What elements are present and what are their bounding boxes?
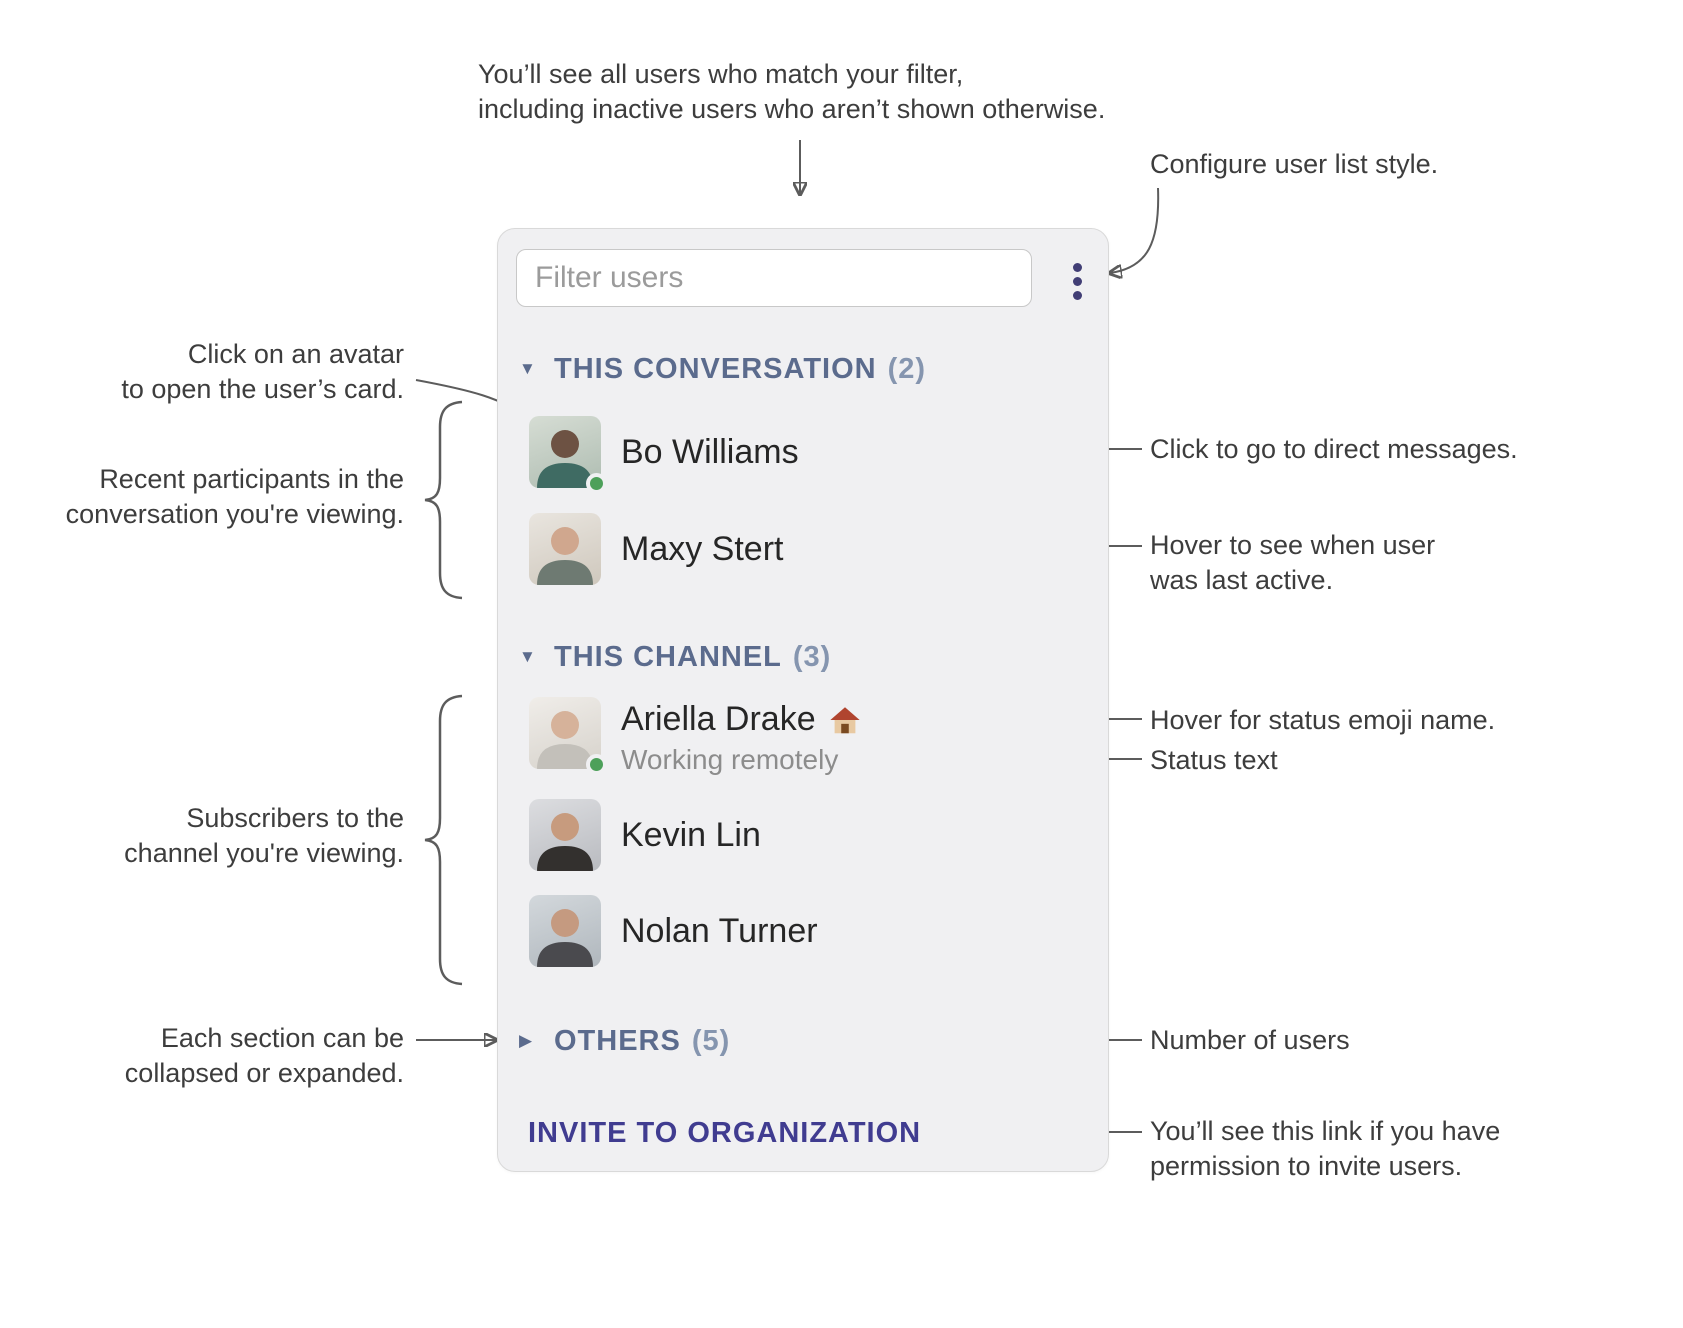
user-status-text: Working remotely <box>621 744 839 775</box>
filter-users-input[interactable] <box>516 249 1032 307</box>
user-row-kevin-lin[interactable]: Kevin Lin <box>529 799 761 871</box>
collapse-triangle-icon[interactable]: ▼ <box>519 359 536 378</box>
collapse-triangle-icon[interactable]: ▼ <box>519 647 536 666</box>
section-count: (5) <box>691 1024 731 1057</box>
user-name[interactable]: Nolan Turner <box>621 912 818 950</box>
annotation-collapse-expand: Each section can be collapsed or expande… <box>124 1023 404 1088</box>
user-list-panel: ▼ THIS CONVERSATION (2) Bo Williams M <box>497 228 1109 1172</box>
annotation-configure-style: Configure user list style. <box>1150 149 1439 179</box>
annotation-invite-permission: You’ll see this link if you have permiss… <box>1150 1116 1501 1181</box>
vertical-ellipsis-icon <box>1072 276 1082 286</box>
expand-triangle-icon[interactable]: ▶ <box>519 1031 533 1050</box>
avatar[interactable] <box>529 416 607 494</box>
user-name[interactable]: Maxy Stert <box>621 530 784 568</box>
user-row-maxy-stert[interactable]: Maxy Stert <box>529 513 783 585</box>
connector-configure-style <box>1110 187 1160 273</box>
annotation-subscribers: Subscribers to the channel you're viewin… <box>124 803 404 868</box>
section-header-this-channel[interactable]: ▼ THIS CHANNEL (3) <box>519 639 831 675</box>
avatar[interactable] <box>529 697 607 775</box>
section-header-others[interactable]: ▶ OTHERS (5) <box>519 1023 730 1059</box>
annotation-last-active: Hover to see when user was last active. <box>1150 530 1436 595</box>
vertical-ellipsis-icon <box>1072 290 1082 300</box>
invite-to-organization-link[interactable]: INVITE TO ORGANIZATION <box>528 1117 922 1149</box>
avatar[interactable] <box>529 513 601 585</box>
online-status-dot <box>586 473 607 494</box>
section-count: (3) <box>792 640 832 673</box>
section-label: THIS CHANNEL <box>554 640 782 673</box>
annotation-status-emoji: Hover for status emoji name. <box>1150 705 1496 735</box>
person-silhouette-icon <box>537 711 593 769</box>
person-silhouette-icon <box>537 527 593 585</box>
section-count: (2) <box>887 352 927 385</box>
section-header-this-conversation[interactable]: ▼ THIS CONVERSATION (2) <box>519 351 926 387</box>
online-status-dot <box>586 754 607 775</box>
annotation-number-of-users: Number of users <box>1150 1025 1350 1055</box>
person-silhouette-icon <box>537 430 593 488</box>
user-name[interactable]: Bo Williams <box>621 433 799 471</box>
user-list-style-menu-button[interactable] <box>1064 257 1090 305</box>
annotation-direct-messages: Click to go to direct messages. <box>1150 434 1518 464</box>
vertical-ellipsis-icon <box>1072 262 1082 272</box>
section-label: OTHERS <box>554 1024 681 1057</box>
user-name[interactable]: Ariella Drake <box>621 700 816 738</box>
brace-recent-participants <box>424 400 463 600</box>
person-silhouette-icon <box>537 909 593 967</box>
avatar[interactable] <box>529 895 601 967</box>
house-status-emoji-icon[interactable] <box>828 704 862 738</box>
annotation-filter-note: You’ll see all users who match your filt… <box>478 59 1106 124</box>
user-row-nolan-turner[interactable]: Nolan Turner <box>529 895 818 967</box>
person-silhouette-icon <box>537 813 593 871</box>
user-row-ariella-drake[interactable]: Ariella Drake Working remotely <box>529 697 862 777</box>
avatar[interactable] <box>529 799 601 871</box>
annotation-recent-participants: Recent participants in the conversation … <box>65 464 404 529</box>
user-row-bo-williams[interactable]: Bo Williams <box>529 416 799 494</box>
annotation-status-text: Status text <box>1150 745 1278 775</box>
user-name[interactable]: Kevin Lin <box>621 816 761 854</box>
annotation-avatar-click: Click on an avatar to open the user’s ca… <box>121 339 404 404</box>
section-label: THIS CONVERSATION <box>554 352 877 385</box>
brace-subscribers <box>424 694 463 986</box>
